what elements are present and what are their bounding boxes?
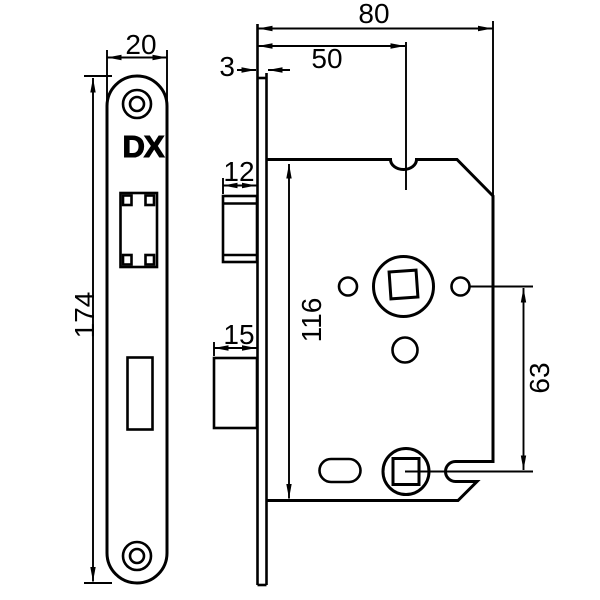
dim-label-15: 15 <box>223 319 254 350</box>
dim-label-80: 80 <box>358 0 389 29</box>
dim-latch-width: 12 <box>222 156 257 194</box>
screw-hole-bottom <box>121 540 153 572</box>
dim-label-50: 50 <box>311 43 342 74</box>
fixing-hole-left <box>337 276 359 297</box>
dim-case-height: 116 <box>286 164 327 499</box>
dim-case-depth: 80 <box>258 0 494 196</box>
deadbolt-cutout <box>126 356 154 431</box>
dim-label-12: 12 <box>223 156 254 187</box>
faceplate-side-view <box>256 24 268 587</box>
dim-label-116: 116 <box>296 298 327 343</box>
dim-deadbolt-width: 15 <box>213 319 257 356</box>
dim-label-63: 63 <box>524 362 555 393</box>
dim-backset: 50 <box>258 42 407 190</box>
dim-faceplate-thickness: 3 <box>219 51 290 82</box>
dim-follower-spacing: 63 <box>405 285 555 473</box>
fixing-hole-right <box>450 276 471 297</box>
dim-label-174: 174 <box>69 292 100 339</box>
brand-logo: DX <box>122 129 164 164</box>
center-hole <box>391 336 419 364</box>
dim-label-20: 20 <box>125 29 156 60</box>
faceplate-front-view: DX <box>105 74 169 585</box>
dim-faceplate-length: 174 <box>69 75 112 584</box>
deadbolt-side-view <box>212 356 259 430</box>
spindle-follower <box>372 255 435 318</box>
screw-hole-top <box>121 88 153 120</box>
faceplate-outline <box>105 74 169 585</box>
dim-label-3: 3 <box>219 51 235 82</box>
dim-faceplate-width: 20 <box>106 29 168 103</box>
latch-cutout <box>119 191 159 269</box>
oval-slot <box>318 457 362 484</box>
latch-bolt-side-view <box>221 194 259 264</box>
